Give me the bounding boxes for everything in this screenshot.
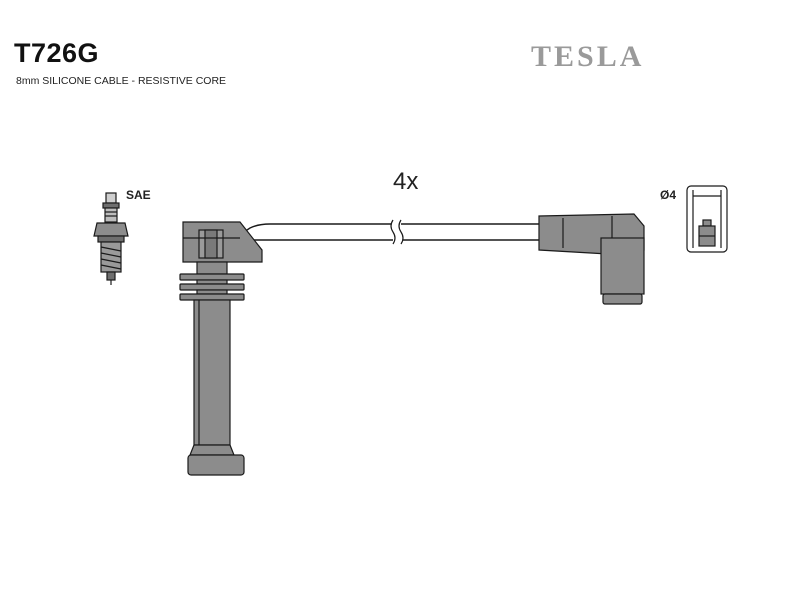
terminal-icon bbox=[686, 185, 728, 253]
quantity-label: 4x bbox=[393, 168, 419, 195]
brand-logo: TESLA bbox=[531, 40, 645, 73]
cable-description: 8mm SILICONE CABLE - RESISTIVE CORE bbox=[16, 75, 227, 87]
spark-plug-label: SAE bbox=[126, 188, 151, 202]
cable-break-mark bbox=[390, 219, 404, 245]
part-number: T726G bbox=[14, 38, 100, 68]
coil-boot bbox=[179, 221, 263, 476]
terminal-diameter-label: Ø4 bbox=[660, 188, 677, 202]
ignition-cable bbox=[237, 223, 539, 247]
spark-plug-icon bbox=[93, 192, 129, 285]
distributor-boot bbox=[538, 213, 645, 305]
